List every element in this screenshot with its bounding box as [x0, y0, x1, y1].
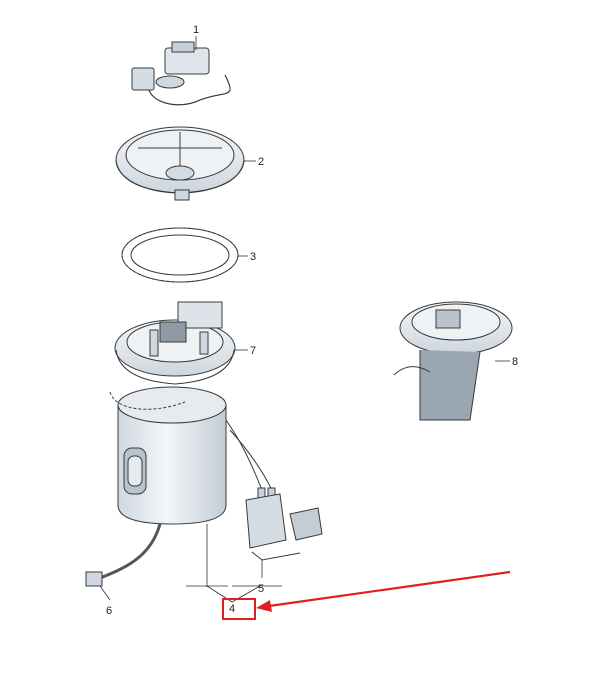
callout-5: 5: [258, 583, 264, 595]
callout-1: 1: [193, 24, 199, 36]
highlight-arrow-head: [256, 600, 272, 612]
highlight-arrow-line: [261, 570, 511, 609]
part-2-flange: [115, 126, 245, 201]
callout-3: 3: [250, 251, 256, 263]
callout-4: 4: [229, 603, 235, 615]
callout-8: 8: [512, 356, 518, 368]
part-1-connector: [131, 41, 231, 106]
highlight-annotation: [222, 570, 511, 620]
callout-6: 6: [106, 605, 112, 617]
part-3-seal-ring: [121, 227, 239, 283]
part-4-pump-body: [109, 386, 276, 525]
callout-7: 7: [250, 345, 256, 357]
callout-2: 2: [258, 156, 264, 168]
highlight-box: [222, 598, 256, 620]
part-7-module-head: [114, 301, 236, 385]
leader-lines: [99, 36, 510, 603]
part-8-alt-flange: [393, 301, 513, 421]
part-6-fuel-line: [85, 523, 162, 587]
part-5-level-sender: [245, 493, 323, 561]
